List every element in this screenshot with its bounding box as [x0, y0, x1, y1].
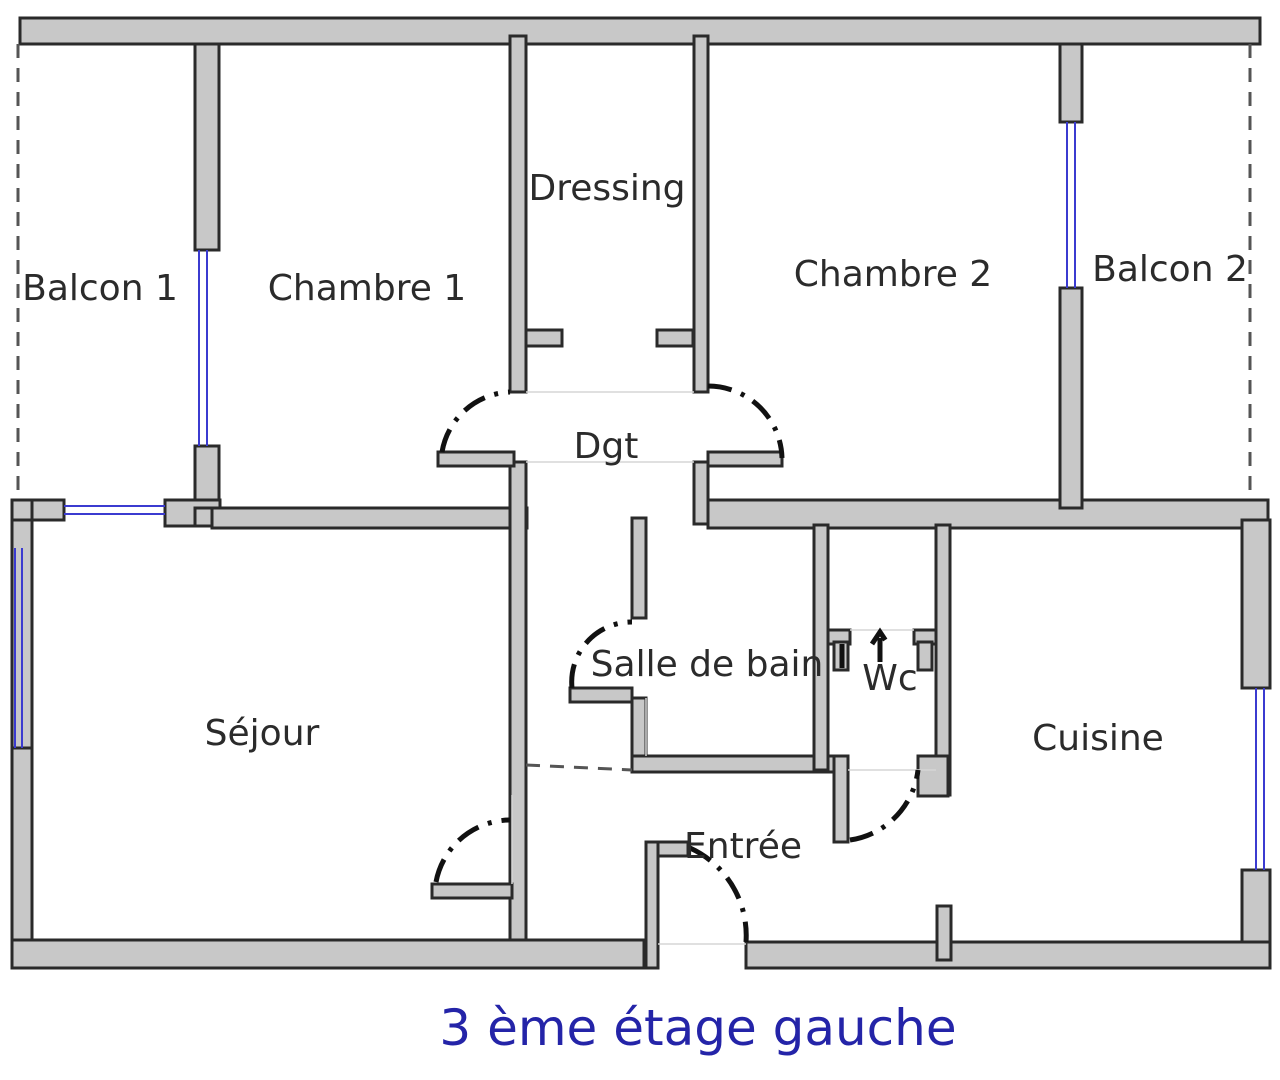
wall-segment [193, 42, 221, 252]
wall-segment [935, 904, 953, 962]
wall-segment [656, 840, 690, 858]
wall-segment [508, 34, 528, 394]
wall-segment [655, 328, 695, 348]
door-swing [688, 845, 749, 943]
door-swing [569, 619, 633, 689]
wall-segment [1058, 286, 1084, 510]
wall-segment [630, 516, 648, 620]
doors [433, 383, 921, 943]
wall-segment [916, 640, 934, 672]
wall-segment [210, 506, 529, 530]
room-label-cuisine: Cuisine [1032, 718, 1164, 759]
wall-segment [436, 450, 516, 468]
wall-segment [812, 523, 830, 772]
wall-segment [1058, 42, 1084, 124]
room-label-chambre-1: Chambre 1 [268, 268, 466, 309]
plan-caption: 3 ème étage gauche [439, 999, 956, 1057]
wall-segment [644, 840, 660, 970]
room-label-dgt: Dgt [574, 426, 639, 467]
wall-segment [744, 940, 1272, 970]
room-label-chambre-2: Chambre 2 [794, 254, 992, 295]
wall-segment [10, 938, 646, 970]
wall-segment [832, 754, 850, 844]
wall-segment [692, 34, 710, 394]
room-label-wc: Wc [862, 658, 917, 699]
wall-segment [524, 328, 564, 348]
floor-change-line [525, 763, 633, 772]
wall-segment [1240, 518, 1272, 690]
room-label-balcon-1: Balcon 1 [22, 268, 178, 309]
windows [14, 44, 1265, 945]
room-label-sejour: Séjour [205, 713, 320, 754]
room-label-balcon-2: Balcon 2 [1092, 249, 1248, 290]
wall-segment [916, 754, 950, 798]
wall-segment [706, 450, 784, 468]
wall-segment [18, 16, 1262, 46]
wall-segment [10, 746, 34, 970]
door-swing [707, 383, 785, 459]
room-label-dressing: Dressing [528, 168, 685, 209]
room-label-entree: Entrée [684, 826, 802, 867]
wall-segment [630, 754, 844, 774]
door-swing [439, 389, 511, 453]
wall-segment [706, 498, 1270, 530]
wall-segment [692, 460, 710, 526]
wall-segment [430, 882, 514, 900]
door-swing [849, 769, 921, 843]
door-swing [839, 627, 891, 668]
wall-segment [568, 686, 634, 704]
room-label-salle-de-bain: Salle de bain [591, 644, 824, 685]
walls [10, 16, 1272, 970]
door-swing [433, 817, 511, 883]
